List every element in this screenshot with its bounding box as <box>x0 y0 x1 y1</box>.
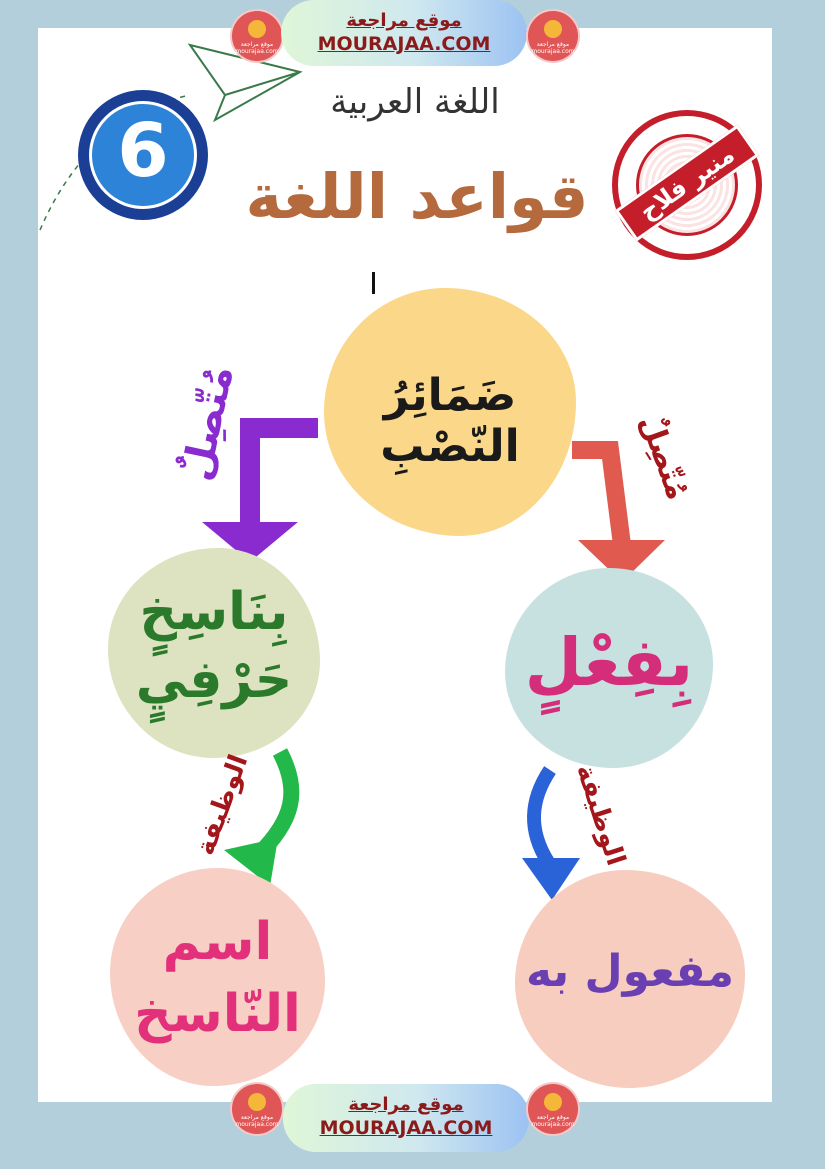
arrow-left-purple-head <box>202 522 298 562</box>
author-stamp: منير فلاح <box>612 110 762 260</box>
banner-arabic-text[interactable]: موقع مراجعة <box>346 10 462 31</box>
logo-caption: موقع مراجعة mourajaa.com <box>235 41 279 55</box>
node-bottom-left-line-2: النّاسخ <box>134 984 301 1044</box>
node-bottom-right-text: مفعول به <box>525 946 735 997</box>
arrow-right-blue <box>526 766 556 866</box>
logo-caption: موقع مراجعة mourajaa.com <box>235 1114 279 1128</box>
logo-emblem-icon <box>248 20 266 38</box>
section-mark <box>372 272 375 294</box>
arrow-left-purple <box>240 418 318 525</box>
paper-plane-icon <box>187 43 303 123</box>
site-logo-left-bottom: موقع مراجعة mourajaa.com <box>232 1084 282 1134</box>
logo-emblem-icon <box>544 20 562 38</box>
arrow-right-red <box>572 441 631 547</box>
node-right: بِفِعْلٍ <box>505 568 713 768</box>
node-bottom-left: اسم النّاسخ <box>110 868 325 1086</box>
site-logo-left: موقع مراجعة mourajaa.com <box>232 11 282 61</box>
page-title: قواعد اللغة <box>245 160 589 233</box>
banner-link[interactable]: MOURAJAA.COM <box>317 33 491 55</box>
site-logo-right-bottom: موقع مراجعة mourajaa.com <box>528 1084 578 1134</box>
site-logo-right: موقع مراجعة mourajaa.com <box>528 11 578 61</box>
grade-badge: 6 <box>78 90 208 220</box>
banner-link[interactable]: MOURAJAA.COM <box>319 1117 493 1139</box>
arrow-right-blue-head <box>522 858 580 900</box>
node-left-text: بِنَاسِخٍ حَرْفِيٍ <box>108 578 320 714</box>
arrow-left-green-head <box>224 838 278 886</box>
logo-caption: موقع مراجعة mourajaa.com <box>531 41 575 55</box>
banner-arabic-text[interactable]: موقع مراجعة <box>348 1094 464 1115</box>
node-right-text: بِفِعْلٍ <box>524 624 694 701</box>
node-left-line-1: بِنَاسِخٍ <box>139 582 289 642</box>
site-banner-bottom[interactable]: موقع مراجعة MOURAJAA.COM <box>283 1084 529 1152</box>
grade-badge-ring <box>89 101 197 209</box>
node-center: ضَمَائِرُ النّصْبِ <box>324 288 576 536</box>
grade-number: 6 <box>117 108 169 194</box>
node-left-line-2: حَرْفِيٍ <box>135 650 293 710</box>
node-left: بِنَاسِخٍ حَرْفِيٍ <box>108 548 320 758</box>
node-bottom-left-text: اسم النّاسخ <box>110 906 325 1050</box>
logo-emblem-icon <box>544 1093 562 1111</box>
logo-caption: موقع مراجعة mourajaa.com <box>531 1114 575 1128</box>
arrow-right-red-head <box>578 540 665 582</box>
logo-emblem-icon <box>248 1093 266 1111</box>
node-bottom-right: مفعول به <box>515 870 745 1088</box>
site-banner-top[interactable]: موقع مراجعة MOURAJAA.COM <box>281 0 527 66</box>
subject-label: اللغة العربية <box>330 82 500 122</box>
node-bottom-left-line-1: اسم <box>162 912 273 972</box>
node-center-text: ضَمَائِرُ النّصْبِ <box>380 370 520 472</box>
